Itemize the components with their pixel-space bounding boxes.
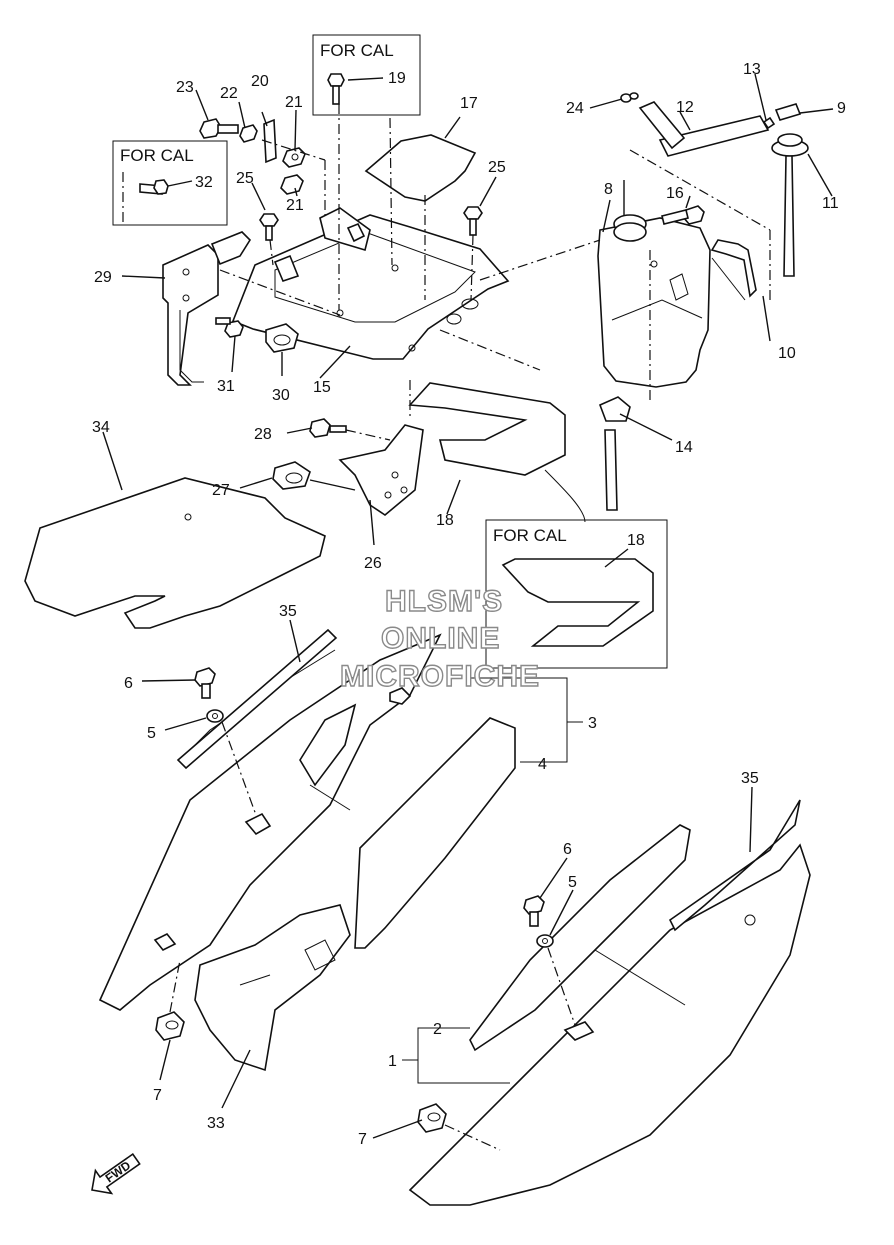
callout-2: 2: [433, 1021, 442, 1038]
watermark-line-2: ONLINE: [381, 622, 500, 655]
callout-5-right: 5: [568, 874, 577, 891]
callout-10: 10: [778, 345, 796, 362]
callout-1: 1: [388, 1053, 397, 1070]
callout-27: 27: [212, 482, 230, 499]
screw-6-right: [523, 857, 568, 927]
callout-15: 15: [313, 379, 331, 396]
plate-17: [364, 116, 477, 300]
callout-14: 14: [675, 439, 693, 456]
grommet-7-left: [155, 959, 185, 1081]
callout-13: 13: [743, 61, 761, 78]
callout-23: 23: [176, 79, 194, 96]
bolt-25-left: [251, 182, 279, 266]
hose-14: [598, 396, 673, 511]
callout-19: 19: [388, 70, 406, 87]
bolt-16: [661, 195, 705, 225]
callout-34: 34: [92, 419, 110, 436]
clip-13: [754, 73, 776, 130]
callout-18-box: 18: [627, 532, 645, 549]
watermark-line-1: HLSM'S: [385, 585, 503, 618]
callout-30: 30: [272, 387, 290, 404]
washer-5-left: [164, 709, 257, 816]
callout-33: 33: [207, 1115, 225, 1132]
callout-17: 17: [460, 95, 478, 112]
strip-35-left: [176, 619, 338, 770]
bolt-28: [286, 418, 391, 441]
callout-4: 4: [538, 756, 547, 773]
callout-32: 32: [195, 174, 213, 191]
callout-35-left: 35: [279, 603, 297, 620]
hose-end-9: [774, 103, 834, 121]
for-cal-box-18-title: FOR CAL: [493, 526, 567, 545]
bolt-25-right: [463, 176, 497, 301]
callout-26: 26: [364, 555, 382, 572]
side-cover-left: [98, 633, 516, 1011]
callout-5-left: 5: [147, 725, 156, 742]
callout-9: 9: [837, 100, 846, 117]
strip-35-right: [749, 786, 753, 853]
bracket-26: [338, 424, 424, 546]
for-cal-box-19: FOR CAL: [312, 34, 421, 116]
callout-7-left: 7: [153, 1087, 162, 1104]
washer-5-right: [536, 889, 576, 1026]
reservoir-tank-8: [597, 180, 771, 400]
callout-35-right: 35: [741, 770, 759, 787]
callout-18-main: 18: [436, 512, 454, 529]
plate-18: [408, 382, 586, 523]
callout-29: 29: [94, 269, 112, 286]
bracket-29: [121, 231, 341, 386]
callout-20: 20: [251, 73, 269, 90]
for-cal-box-19-title: FOR CAL: [320, 41, 394, 60]
tank-hose-axis: [629, 149, 771, 231]
bracket-20-21-22: [195, 89, 371, 252]
callout-28: 28: [254, 426, 272, 443]
callout-bracket-1-2: [402, 1027, 510, 1084]
callout-7-right: 7: [358, 1131, 367, 1148]
callout-21-bottom: 21: [286, 197, 304, 214]
side-cover-right: [408, 799, 811, 1206]
bolt-31: [215, 317, 244, 373]
clamp-30: [265, 323, 299, 376]
watermark: HLSM'S ONLINE MICROFICHE: [339, 584, 540, 693]
clamp-27: [239, 461, 356, 491]
watermark-line-3: MICROFICHE: [340, 660, 540, 693]
hose-12: [638, 101, 770, 157]
callout-3: 3: [588, 715, 597, 732]
callout-31: 31: [217, 378, 235, 395]
callout-25-right: 25: [488, 159, 506, 176]
callout-21-top: 21: [285, 94, 303, 111]
callout-16: 16: [666, 185, 684, 202]
callout-24: 24: [566, 100, 584, 117]
for-cal-box-18: FOR CAL: [485, 519, 668, 669]
fwd-arrow-icon: FWD: [91, 1152, 141, 1195]
axis-line-1: [479, 239, 601, 281]
guard-33: [194, 904, 351, 1109]
grommet-7-right: [372, 1103, 501, 1151]
callout-6-right: 6: [563, 841, 572, 858]
callout-12: 12: [676, 99, 694, 116]
callout-11: 11: [822, 195, 839, 212]
tray-15: [231, 214, 510, 379]
cap-11: [771, 133, 833, 277]
callout-22: 22: [220, 85, 238, 102]
plate-axis: [389, 117, 393, 266]
clip-24: [589, 92, 639, 109]
for-cal-box-32: FOR CAL: [112, 140, 228, 226]
axis-line-2: [439, 329, 541, 371]
for-cal-box-32-title: FOR CAL: [120, 146, 194, 165]
callout-8: 8: [604, 181, 613, 198]
callout-6-left: 6: [124, 675, 133, 692]
screw-6-left: [141, 667, 216, 699]
callout-labels: 23 22 20 21 21 25 25 19 32 17 29 31 30 1…: [92, 61, 846, 1148]
mat-34: [24, 431, 326, 629]
callout-bracket-3-4: [470, 677, 583, 763]
callout-25-left: 25: [236, 170, 254, 187]
